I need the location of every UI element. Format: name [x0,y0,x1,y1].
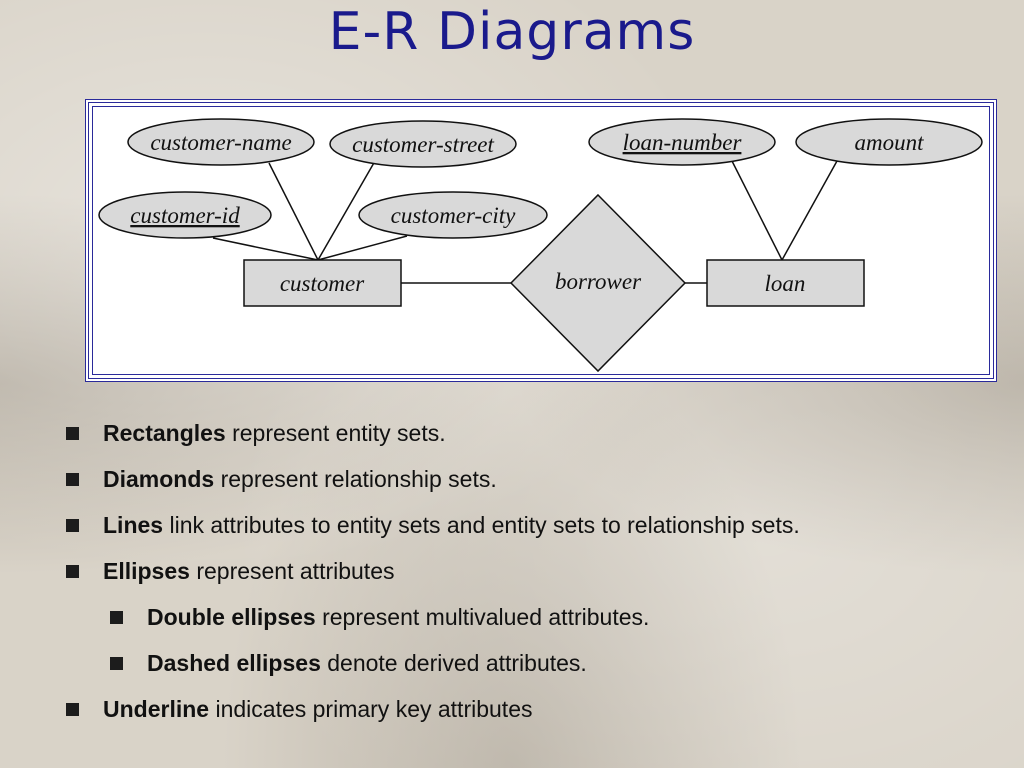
line-customer-city [317,235,408,261]
square-bullet-icon [66,519,79,532]
entity-customer-rect [243,259,402,307]
attr-amount-label: amount [855,130,925,155]
bullet-text: link attributes to entity sets and entit… [163,512,800,538]
er-diagram: customer-name customer-street customer-i… [98,118,983,373]
attr-loan-number-ellipse [588,118,776,166]
bullet-text: represent attributes [189,558,395,584]
bullet-item: Underline indicates primary key attribut… [66,686,800,732]
bullet-item: Lines link attributes to entity sets and… [66,502,800,548]
attr-customer-street-ellipse [329,120,517,168]
line-customer-id [212,237,319,261]
square-bullet-icon [66,565,79,578]
attr-customer-city-label: customer-city [391,203,517,228]
bullet-item: Diamonds represent relationship sets. [66,456,800,502]
entity-loan-rect [706,259,865,307]
bullet-bold-term: Lines [103,512,164,538]
line-amount [781,160,838,261]
bullet-bold-term: Ellipses [103,558,190,584]
slide-title: E-R Diagrams [328,2,696,62]
line-customer-name [268,162,319,261]
bullet-list: Rectangles represent entity sets. Diamon… [66,410,800,732]
bullet-bold-term: Double ellipses [147,604,316,630]
relationship-borrower-diamond [509,193,687,373]
square-bullet-icon [110,657,123,670]
er-diagram-frame: customer-name customer-street customer-i… [85,99,997,382]
bullet-bold-term: Rectangles [103,420,226,446]
bullet-bold-term: Diamonds [103,466,215,492]
relationship-borrower-label: borrower [555,269,642,294]
attr-amount-ellipse [795,118,983,166]
bullet-text: denote derived attributes. [320,650,587,676]
attr-customer-id-ellipse [98,191,272,239]
bullet-text: represent entity sets. [225,420,446,446]
sub-bullet-item: Dashed ellipses denote derived attribute… [110,640,800,686]
attr-customer-id-label: customer-id [130,203,240,228]
connector-lines [212,160,838,284]
bullet-bold-term: Underline [103,696,210,722]
bullet-item: Ellipses represent attributes [66,548,800,594]
square-bullet-icon [66,427,79,440]
attr-customer-name-ellipse [127,118,315,166]
bullet-text: indicates primary key attributes [209,696,533,722]
line-loan-number [731,160,783,261]
entity-loan-label: loan [765,271,806,296]
attr-customer-street-label: customer-street [352,132,494,157]
line-customer-street [317,160,376,261]
bullet-text: represent multivalued attributes. [315,604,650,630]
attr-customer-city-ellipse [358,191,548,239]
attr-loan-number-label: loan-number [623,130,743,155]
bullet-bold-term: Dashed ellipses [147,650,321,676]
square-bullet-icon [66,473,79,486]
square-bullet-icon [110,611,123,624]
bullet-text: represent relationship sets. [214,466,497,492]
attr-customer-name-label: customer-name [150,130,291,155]
bullet-item: Rectangles represent entity sets. [66,410,800,456]
entity-customer-label: customer [280,271,365,296]
square-bullet-icon [66,703,79,716]
sub-bullet-item: Double ellipses represent multivalued at… [110,594,800,640]
